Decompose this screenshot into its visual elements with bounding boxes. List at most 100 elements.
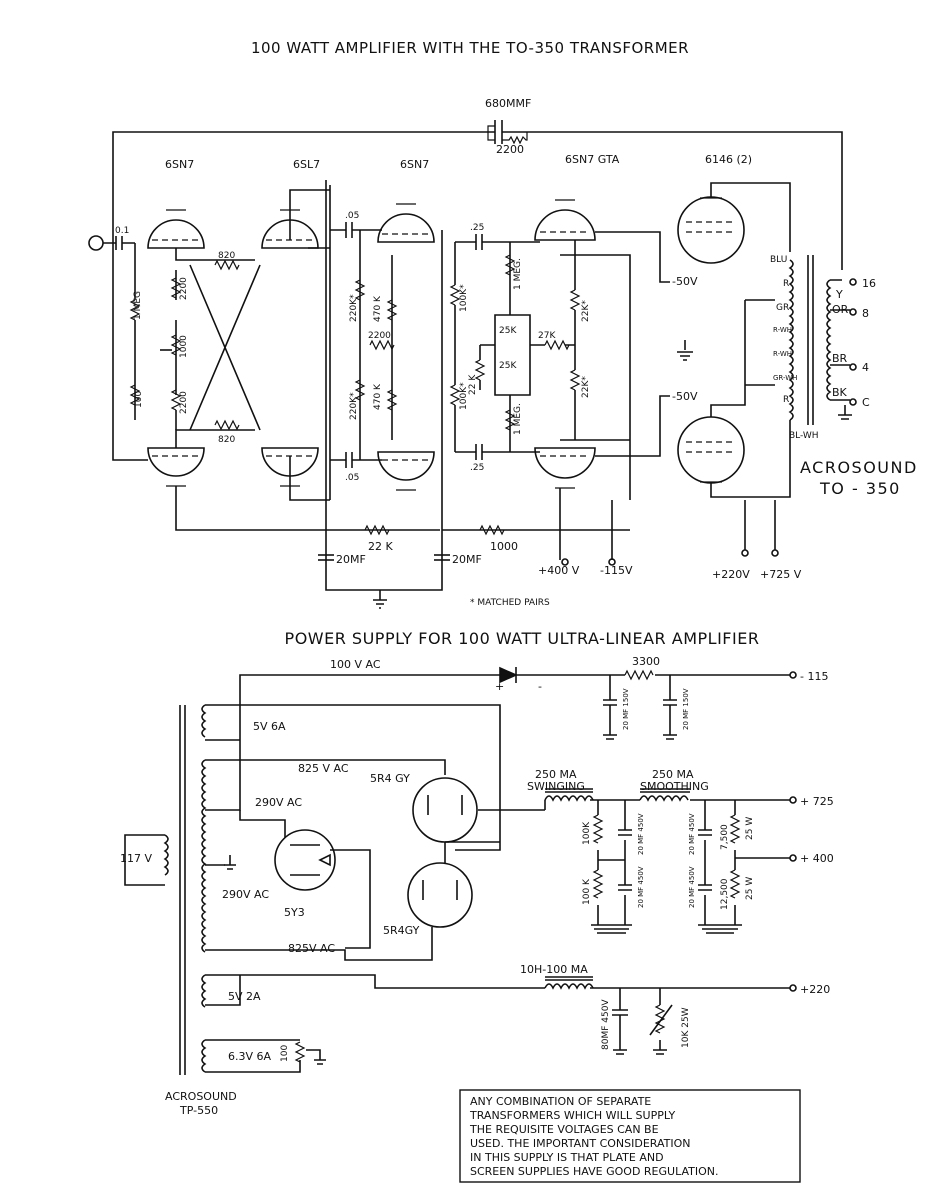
tap-16-icon [849,278,857,286]
note-line-1: ANY COMBINATION OF SEPARATE [470,1095,651,1108]
tap-c: C [862,396,870,409]
amp-vneg115-label: -115V [600,564,633,577]
tube-6sn7-v3a [377,213,435,243]
rectifier-5r4-top [412,777,478,843]
r-100-hum-label: 100 [280,1045,290,1062]
tap-c-icon [849,398,857,406]
lead-r-bot: R [783,395,789,405]
c-20mf150-b-label: 20 MF 150V [682,688,690,730]
choke-10h-label: 10H-100 MA [520,963,588,976]
r-7500-label: 7,500 [720,824,730,850]
diode-minus: - [538,680,542,693]
feedback-cap-label: 680MMF [485,97,531,110]
bias-top-label: -50V [672,275,698,288]
choke-10h [544,976,594,990]
terminal-400-icon [789,854,797,862]
ground-icon-ps-2 [591,924,632,934]
ps-63v-label: 6.3V 6A [228,1050,272,1063]
note-line-2: TRANSFORMERS WHICH WILL SUPPLY [469,1109,676,1122]
tube-label-5: 6146 (2) [705,153,752,166]
lead-bl-wh: BL-WH [789,431,819,441]
tube-6sn7-v1a [147,219,205,249]
tube-6sn7gta-b [534,447,596,479]
r-25w-b-label: 25 W [745,877,755,900]
lead-br: BR [832,352,848,365]
tube-label-2: 6SL7 [293,158,320,171]
r-1meg-input [129,299,141,321]
r-12500-label: 12,500 [720,878,730,910]
r-10k-label: 10K 25W [681,1007,691,1048]
terminal-400v-icon [561,558,569,566]
tap-8: 8 [862,307,869,320]
ground-icon-output [838,405,852,420]
note-line-6: SCREEN SUPPLIES HAVE GOOD REGULATION. [470,1165,718,1178]
ps-5v6a-label: 5V 6A [253,720,286,733]
c-25-top-label: .25 [470,223,484,233]
ps-xfmr-name-1: ACROSOUND [165,1090,237,1103]
tap-16: 16 [862,277,876,290]
output-xfmr-name-1: ACROSOUND [800,458,918,477]
r-100k-top-label: 100K* [459,284,469,312]
c-20mf-b-label: 20MF [452,553,482,566]
r-820-bot-label: 820 [218,435,235,445]
lead-r-wh-1: R-WH [773,326,792,334]
ground-icon-ps-3 [698,924,742,934]
output-transformer [788,255,832,425]
amp-v400-label: +400 V [538,564,580,577]
r-470k-top-label: 470 K [373,295,383,322]
rectifier-5r4-bottom [407,862,473,928]
tube-6sn7-v3b [377,451,435,481]
ps-v725-label: + 725 [800,795,834,808]
input-jack-icon [88,235,104,251]
terminal-725v-icon [771,549,779,557]
note-line-4: USED. THE IMPORTANT CONSIDERATION [470,1137,691,1150]
c-20mf-a-label: 20MF [336,553,366,566]
r-22k-left-label: 22 K [468,374,478,395]
rect-5y3-label: 5Y3 [284,906,305,919]
tap-8-icon [849,308,857,316]
power-supply-schematic: 117 V 100 V AC 3300 - 115 + - 20 MF 150V… [120,655,834,1183]
r-1000-bus-label: 1000 [490,540,518,553]
c-20mf450-c-label: 20 MF 450V [688,813,696,855]
terminal-725-icon [789,796,797,804]
c-20mf450-d-label: 20 MF 450V [688,866,696,908]
r-27k-label: 27K [538,331,556,341]
amplifier-title: 100 WATT AMPLIFIER WITH THE TO-350 TRANS… [251,39,689,57]
r-470k-bot-label: 470 K [373,383,383,410]
input-cap-label: 0.1 [115,226,129,236]
note-line-3: THE REQUISITE VOLTAGES CAN BE [469,1123,659,1136]
ground-icon-ps-1 [224,855,236,870]
r-22k-bus-label: 22 K [368,540,393,553]
matched-pairs-note: * MATCHED PAIRS [470,598,550,608]
rectifier-5y3 [274,829,336,891]
ps-825-bot-label: 825V AC [288,942,335,955]
choke-swing-2: SWINGING [527,780,585,793]
power-supply-title: POWER SUPPLY FOR 100 WATT ULTRA-LINEAR A… [285,629,760,648]
choke-smoothing [639,788,690,802]
tube-6146-bottom [677,416,745,484]
r-1meg-bot-label: 1 MEG. [513,403,523,435]
r-1000-label: 1000 [179,335,189,358]
amp-v725-label: +725 V [760,568,802,581]
ps-5v2a-label: 5V 2A [228,990,261,1003]
ps-v220-label: +220 [800,983,830,996]
lead-r-wh-2: R-WH [773,350,792,358]
c-05-top-label: .05 [345,211,359,221]
choke-swing-1: 250 MA [535,768,577,781]
lead-r-top: R [783,279,789,289]
r-100k-bot-label: 100K* [459,382,469,410]
feedback-res-label: 2200 [496,143,524,156]
r-2200-b-label: 2200 [179,391,189,414]
lead-or: OR [832,303,849,316]
c-05-bot-label: .05 [345,473,359,483]
amplifier-schematic: 680MMF 2200 0.1 6SN7 6SL7 6SN7 6SN7 GTA … [88,97,918,609]
choke-smooth-1: 250 MA [652,768,694,781]
ground-icon-amp-mid [677,351,693,361]
tube-label-3: 6SN7 [400,158,429,171]
ps-r3300-label: 3300 [632,655,660,668]
bias-diode-icon [499,666,518,684]
c-80mf-label: 80MF 450V [601,999,611,1050]
r-2200-mid-label: 2200 [368,331,391,341]
tap-4-icon [849,363,857,371]
